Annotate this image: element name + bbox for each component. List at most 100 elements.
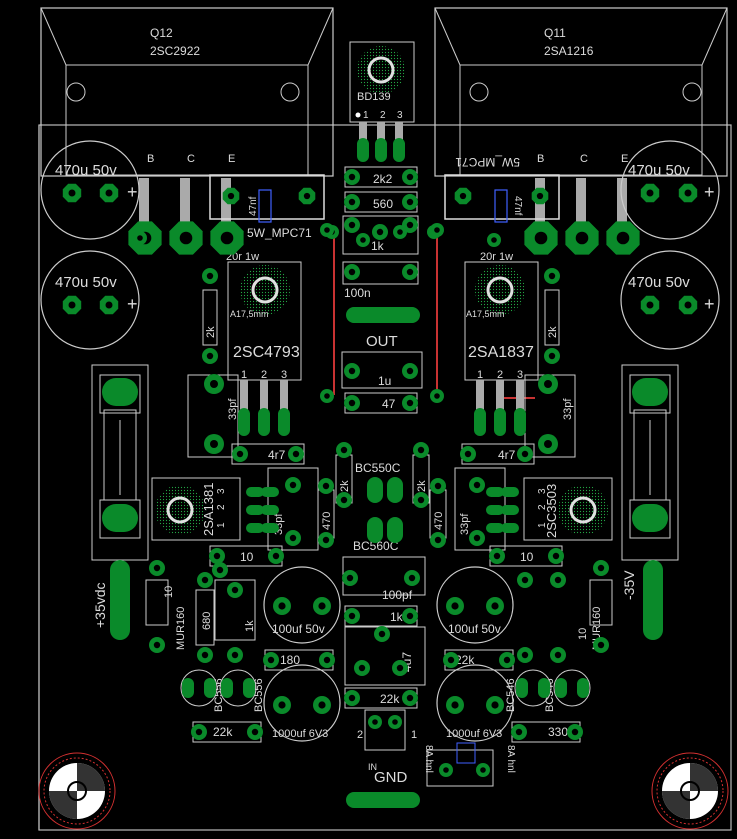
pad-drill — [358, 664, 366, 672]
svg-text:1: 1 — [241, 369, 247, 381]
pad-drill — [548, 272, 556, 280]
q12-ref: Q12 — [150, 26, 173, 40]
pad-drill — [210, 440, 218, 448]
svg-text:5W_MPC71: 5W_MPC71 — [455, 155, 520, 169]
pad-drill — [554, 651, 562, 659]
q11-pin-b: B — [537, 153, 544, 165]
pad-drill — [434, 227, 440, 233]
oblong-pad — [261, 487, 279, 497]
driver-2sa1837: 20r 1w A17,5mm 2SA1837 1 2 3 — [464, 251, 539, 412]
pad-drill — [396, 664, 404, 672]
svg-text:2: 2 — [261, 369, 267, 381]
pad-drill — [206, 272, 214, 280]
pad-drill — [491, 602, 499, 610]
mounting-hole-right — [651, 752, 729, 830]
polarity-marks: ++ ++ — [127, 182, 715, 314]
q12-part: 2SC2922 — [150, 44, 200, 58]
neg-supply-label: -35V — [621, 570, 637, 600]
oblong-pad — [494, 408, 506, 436]
pad-drill — [536, 192, 544, 200]
oblong-pad — [387, 517, 403, 543]
pad-drill — [220, 231, 234, 245]
svg-text:100pf: 100pf — [382, 588, 413, 602]
pad-drill — [406, 173, 414, 181]
driver-2sc4793: 20r 1w A17,5mm 2SC4793 1 2 3 — [226, 251, 302, 412]
oblong-pad — [474, 408, 486, 436]
power-legs — [139, 178, 627, 233]
svg-text:2SC3503: 2SC3503 — [544, 484, 559, 538]
oblong-pad — [102, 378, 138, 406]
pad-drill — [434, 482, 442, 490]
pad-drill — [521, 450, 529, 458]
cap-100uf-left: 100uf 50v — [263, 566, 341, 644]
oblong-pad — [375, 138, 387, 162]
svg-text:470u 50v: 470u 50v — [55, 162, 117, 179]
gnd-label: GND — [374, 769, 408, 786]
svg-text:47nf: 47nf — [248, 196, 259, 216]
pad-drill — [552, 552, 560, 560]
oblong-pad — [393, 138, 405, 162]
pad-drill — [323, 656, 331, 664]
pad-drill — [318, 701, 326, 709]
oblong-pad — [110, 560, 130, 640]
cap-1000uf-right: 1000uf 6V3 — [436, 664, 514, 742]
pad-drill — [213, 552, 221, 560]
pad-drill — [434, 536, 442, 544]
q12-pin-b: B — [147, 153, 154, 165]
bd139-transistor: BD139 1 2 3 — [349, 41, 415, 144]
pad-drill — [544, 440, 552, 448]
svg-text:470u 50v: 470u 50v — [628, 274, 690, 291]
input-connector: 2 1 IN GND — [357, 709, 417, 786]
pad-drill — [105, 301, 113, 309]
svg-text:1u: 1u — [378, 374, 391, 388]
svg-text:2k: 2k — [416, 480, 428, 492]
cap-470u-mid-left: 470u 50v — [40, 250, 140, 350]
svg-text:22k: 22k — [380, 692, 400, 706]
q12-pin-e: E — [228, 153, 235, 165]
trimmer-1k: 1k — [214, 579, 256, 641]
oblong-pad — [261, 523, 279, 533]
pad-drill — [406, 694, 414, 702]
pad-drill — [278, 701, 286, 709]
pad-drill — [210, 380, 218, 388]
pad-drill — [491, 701, 499, 709]
oblong-pad — [501, 487, 519, 497]
svg-text:2SA1381: 2SA1381 — [201, 483, 216, 537]
svg-text:100uf 50v: 100uf 50v — [448, 622, 501, 636]
pad-drill — [272, 552, 280, 560]
pad-drill — [105, 189, 113, 197]
pad-drill — [318, 602, 326, 610]
svg-text:10: 10 — [577, 628, 589, 640]
pad-drill — [348, 612, 356, 620]
svg-text:2SC4793: 2SC4793 — [233, 344, 300, 361]
svg-text:470: 470 — [433, 512, 445, 530]
resistor-680: 680 — [195, 589, 215, 646]
svg-text:22k: 22k — [455, 653, 475, 667]
pad-drill — [443, 767, 449, 773]
pad-drill — [493, 552, 501, 560]
pad-drill — [227, 192, 235, 200]
oblong-pad — [243, 678, 255, 698]
cap-100uf-right: 100uf 50v — [436, 566, 514, 644]
pad-drill — [464, 450, 472, 458]
svg-text:33pf: 33pf — [562, 398, 574, 420]
pad-drill — [289, 481, 297, 489]
svg-text:20r 1w: 20r 1w — [480, 251, 513, 263]
oblong-pad — [387, 477, 403, 503]
resistor-2k-upper-right: 2k — [544, 289, 560, 346]
svg-text:+: + — [704, 182, 715, 202]
pad-drill — [684, 189, 692, 197]
svg-text:2k: 2k — [547, 326, 559, 338]
pad-drill — [231, 651, 239, 659]
center-top-resistors: 2k2 560 1k 100n — [342, 166, 419, 300]
svg-text:4r7: 4r7 — [498, 448, 516, 462]
pad-drill — [153, 641, 161, 649]
svg-text:2k: 2k — [205, 326, 217, 338]
oblong-pad — [357, 138, 369, 162]
pad-drill — [303, 192, 311, 200]
svg-text:33pf: 33pf — [227, 398, 239, 420]
svg-text:470u 50v: 470u 50v — [55, 274, 117, 291]
svg-text:33pf: 33pf — [459, 513, 471, 535]
oblong-pad — [514, 408, 526, 436]
copper-pads — [62, 138, 698, 808]
